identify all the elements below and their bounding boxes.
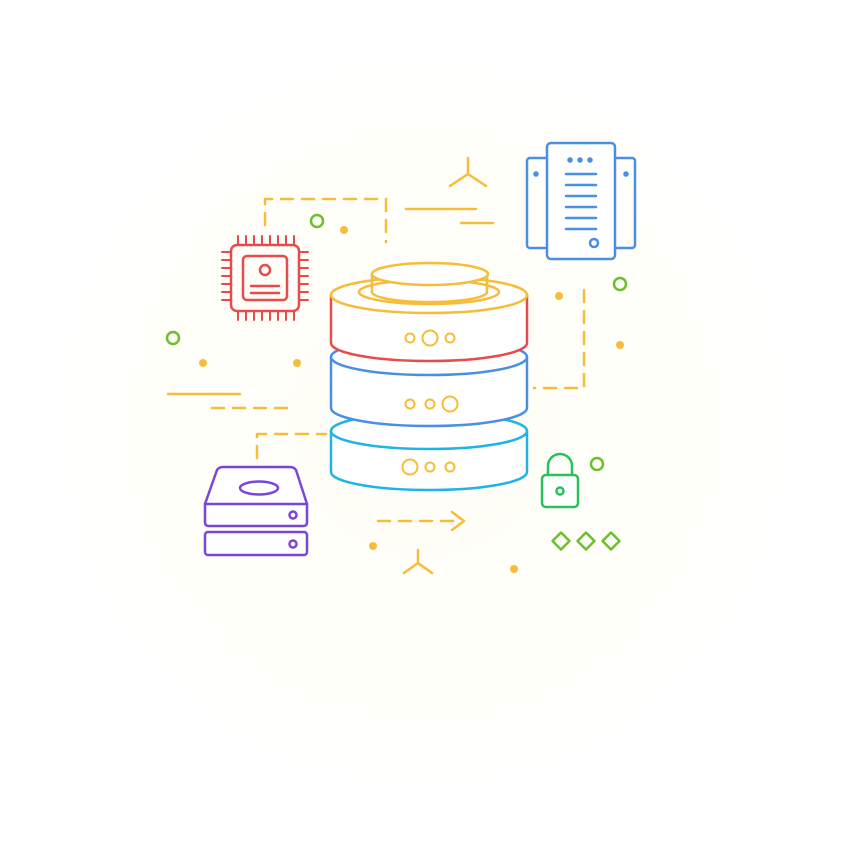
decor-diamonds [551,531,621,551]
dot [340,226,348,234]
diamond [551,531,571,551]
arrow-mark-bottom [402,548,434,575]
lock-body [540,473,580,509]
diamond [601,531,621,551]
drive-platter [238,480,280,496]
dot [555,292,563,300]
chip-core-dot [258,263,272,277]
solid-dashes [166,156,495,575]
lock-shackle [546,452,574,477]
server-power-button [588,237,600,249]
connector-drive-to-db [255,432,328,460]
server-led [587,157,593,163]
decor-dots [199,226,624,573]
connector-server-to-db [532,288,586,390]
chip-core [241,254,289,302]
lock-icon [540,452,580,509]
cpu-chip-icon [221,235,309,321]
dot [616,341,624,349]
connector-lines [210,197,586,523]
dot [369,542,377,550]
server-main-body [545,141,617,261]
ring [612,276,628,292]
chip-core-lines [249,284,281,295]
chip-body [229,243,301,313]
dot [293,359,301,367]
drive-led [288,510,298,520]
db-lid [329,261,529,315]
connector-chip-to-db [263,197,388,244]
chip-pins [221,235,309,321]
lock-keyhole [555,486,565,496]
database-stack-icon [329,261,529,492]
server-led [623,171,629,177]
decor-rings [165,213,628,472]
drive-bottom-unit [203,530,309,557]
hard-drive-icon [203,465,309,557]
arrow-mark-top [448,156,488,188]
server-led [533,171,539,177]
dot [510,565,518,573]
dot [199,359,207,367]
server-tower-icon [525,141,637,261]
server-led [577,157,583,163]
drive-led [288,539,298,549]
server-slots [564,172,598,231]
arrow-head-right [450,510,466,532]
ring [165,330,181,346]
ring [309,213,325,229]
diamond [576,531,596,551]
ring [589,456,605,472]
server-led [567,157,573,163]
